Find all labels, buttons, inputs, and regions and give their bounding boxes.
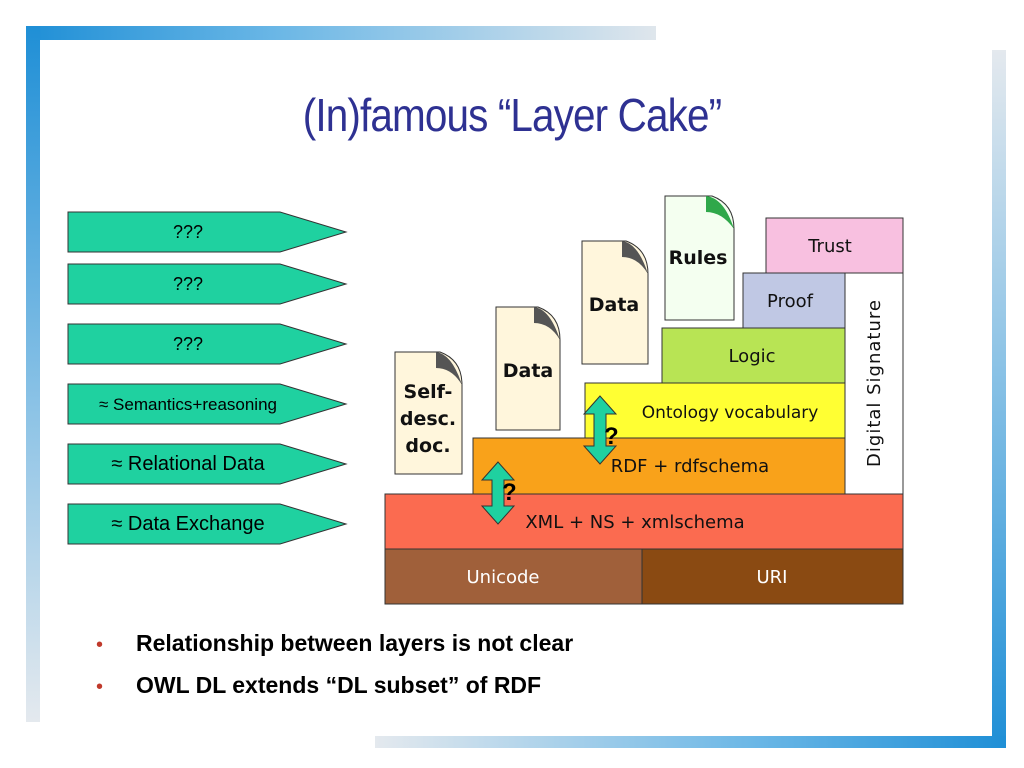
proof-layer bbox=[742, 272, 846, 329]
frame-left-bar bbox=[26, 26, 40, 722]
proof-label: Proof bbox=[767, 291, 814, 312]
logic-layer bbox=[661, 327, 846, 384]
selfdesc-line3: doc. bbox=[405, 435, 450, 457]
arrow-shape-2 bbox=[67, 263, 348, 305]
arrow-shape-6 bbox=[67, 503, 348, 545]
arrow-shape-4 bbox=[67, 383, 348, 425]
frame-bottom-bar bbox=[375, 736, 1006, 748]
selfdesc-doc-shape bbox=[394, 351, 463, 475]
arrow-shape-1 bbox=[67, 211, 348, 253]
unicode-layer bbox=[384, 548, 643, 605]
data-doc-1-fold bbox=[534, 307, 560, 340]
xml-layer bbox=[384, 493, 904, 550]
ontology-layer bbox=[584, 382, 846, 439]
data-doc-2-fold bbox=[622, 241, 648, 274]
rules-doc-shape bbox=[664, 195, 735, 321]
rules-doc-fold bbox=[706, 196, 734, 229]
rdf-label: RDF + rdfschema bbox=[611, 456, 769, 477]
question-mark-upper: ? bbox=[604, 423, 619, 450]
unicode-label: Unicode bbox=[467, 567, 540, 588]
uri-layer bbox=[641, 548, 904, 605]
bullet-list: • Relationship between layers is not cle… bbox=[96, 630, 573, 714]
data-doc-2-shape bbox=[581, 240, 649, 365]
trust-label: Trust bbox=[807, 236, 852, 257]
rdf-layer bbox=[472, 437, 846, 495]
selfdesc-line2: desc. bbox=[400, 408, 456, 430]
xml-label: XML + NS + xmlschema bbox=[525, 512, 744, 533]
data-doc-2-label: Data bbox=[589, 294, 640, 316]
bullet-dot-icon: • bbox=[96, 634, 104, 656]
frame-top-bar bbox=[26, 26, 656, 40]
double-arrow-lower bbox=[480, 461, 516, 525]
slide-title: (In)famous “Layer Cake” bbox=[302, 89, 722, 141]
bullet-text-1: Relationship between layers is not clear bbox=[136, 630, 574, 656]
bullet-text-2: OWL DL extends “DL subset” of RDF bbox=[136, 672, 542, 698]
ontology-label: Ontology vocabulary bbox=[642, 403, 819, 423]
digital-signature-layer bbox=[844, 272, 904, 495]
trust-layer bbox=[765, 217, 904, 274]
selfdesc-doc-fold bbox=[436, 352, 462, 385]
frame-right-bar bbox=[992, 50, 1006, 748]
data-doc-1-label: Data bbox=[503, 360, 554, 382]
digital-signature-label: Digital Signature bbox=[864, 299, 885, 467]
question-mark-lower: ? bbox=[502, 479, 517, 506]
uri-label: URI bbox=[757, 567, 788, 588]
bullet-item-2: • OWL DL extends “DL subset” of RDF bbox=[96, 672, 573, 714]
arrow-shape-5 bbox=[67, 443, 348, 485]
bullet-item-1: • Relationship between layers is not cle… bbox=[96, 630, 573, 672]
bullet-dot-icon: • bbox=[96, 676, 104, 698]
double-arrow-upper bbox=[582, 395, 618, 465]
data-doc-1-shape bbox=[495, 306, 561, 431]
selfdesc-line1: Self- bbox=[404, 381, 453, 403]
arrow-shape-3 bbox=[67, 323, 348, 365]
logic-label: Logic bbox=[728, 346, 775, 367]
rules-doc-label: Rules bbox=[669, 247, 728, 269]
